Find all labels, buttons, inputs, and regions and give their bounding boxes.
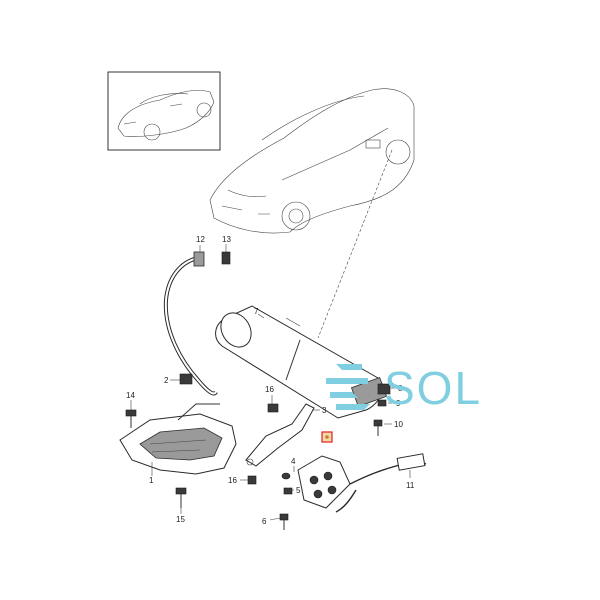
callout-5: 5 (296, 486, 301, 495)
bolt-part-16-upper (267, 403, 279, 413)
bolt-part-14 (125, 409, 137, 428)
bolt-part-15 (175, 487, 187, 508)
callout-labels: 12 13 7 2 14 16 3 8 9 10 4 16 5 6 11 1 1… (126, 235, 415, 526)
connector-part-13 (221, 251, 231, 265)
callout-13: 13 (222, 235, 231, 244)
hose-part-12 (163, 251, 218, 396)
washer-part-4 (281, 472, 291, 480)
callout-16-upper: 16 (265, 385, 274, 394)
nut-part-9 (377, 399, 387, 407)
callout-6: 6 (262, 517, 267, 526)
callout-8: 8 (398, 384, 403, 393)
bolt-part-16-lower (247, 475, 257, 485)
grommet-part-8 (377, 383, 391, 395)
callout-15: 15 (176, 515, 185, 524)
watermark-text: SOL (384, 362, 482, 414)
sol-watermark-logo: SOL (326, 362, 482, 414)
cable-part-11 (335, 453, 427, 513)
pointer-line (317, 149, 393, 339)
callout-3: 3 (322, 406, 327, 415)
sol-swirl-icon (326, 364, 370, 410)
canister-part-7 (215, 305, 388, 419)
bracket-part-1 (119, 403, 237, 475)
callout-16-lower: 16 (228, 476, 237, 485)
callout-12: 12 (196, 235, 205, 244)
callout-2: 2 (164, 376, 169, 385)
callout-4: 4 (291, 457, 296, 466)
callout-9: 9 (396, 399, 401, 408)
highlight-dot (325, 435, 329, 439)
bracket-part-3 (245, 403, 315, 467)
callout-1: 1 (149, 476, 154, 485)
nut-part-5 (283, 487, 293, 495)
callout-11: 11 (406, 481, 415, 490)
callout-14: 14 (126, 391, 135, 400)
car-outline (209, 88, 415, 234)
valve-block (297, 455, 351, 509)
bolt-part-10 (373, 419, 383, 436)
callout-7: 7 (254, 307, 259, 316)
inset-car-thumbnail (107, 71, 221, 151)
bolt-part-6 (279, 513, 289, 530)
callout-10: 10 (394, 420, 403, 429)
leader-lines (130, 244, 411, 521)
fitting-part-2 (179, 373, 193, 385)
